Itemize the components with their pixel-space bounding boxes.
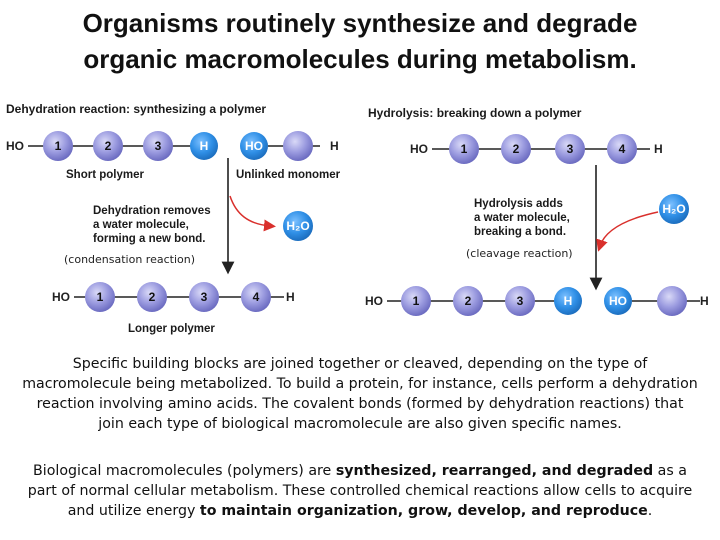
monomer-3: 3: [143, 131, 173, 161]
unlinked-monomer-bead: [283, 131, 313, 161]
svg-text:H: H: [564, 294, 573, 308]
right-result-monomer-2: 2: [453, 286, 483, 316]
svg-text:2: 2: [149, 290, 156, 304]
svg-text:3: 3: [567, 142, 574, 156]
right-monomer-1: 1: [449, 134, 479, 164]
reaction-diagram: Dehydration reaction: synthesizing a pol…: [6, 102, 709, 335]
paragraph-specific-building-blocks: Specific building blocks are joined toge…: [22, 356, 698, 432]
condensation-label: (condensation reaction): [64, 253, 195, 266]
right-monomer-2: 2: [501, 134, 531, 164]
ho-label-right-result: HO: [365, 294, 383, 308]
svg-text:4: 4: [253, 290, 260, 304]
ho-label: HO: [6, 139, 24, 153]
svg-text:HO: HO: [609, 294, 627, 308]
para2-text-2: as a part of normal cellular metabolism.…: [27, 463, 693, 519]
longer-polymer-label: Longer polymer: [128, 323, 215, 335]
para2-text-3: .: [647, 503, 653, 519]
right-monomer-4: 4: [607, 134, 637, 164]
hydrolysis-note-line-1: Hydrolysis adds: [474, 198, 563, 210]
water-molecule-left: H₂O: [283, 211, 313, 241]
dehydration-note-line-2: a water molecule,: [93, 219, 189, 231]
water-add-arrow: [596, 211, 659, 252]
right-monomer-3: 3: [555, 134, 585, 164]
right-result-monomer-3: 3: [505, 286, 535, 316]
svg-text:4: 4: [619, 142, 626, 156]
svg-text:1: 1: [461, 142, 468, 156]
ho-label-right: HO: [410, 142, 428, 156]
short-polymer-label: Short polymer: [66, 169, 144, 181]
h-label: H: [330, 139, 339, 153]
monomer-2: 2: [93, 131, 123, 161]
result-monomer-4: 4: [241, 282, 271, 312]
ho-terminal-highlight: HO: [240, 132, 268, 160]
para2-bold-2: to maintain organization, grow, develop,…: [199, 503, 648, 519]
freed-monomer-bead: [657, 286, 687, 316]
svg-text:H₂O: H₂O: [286, 219, 309, 233]
result-monomer-3: 3: [189, 282, 219, 312]
slide-title-line-2: organic macromolecules during metabolism…: [83, 44, 637, 74]
right-h-terminal-highlight: H: [554, 287, 582, 315]
cleavage-label: (cleavage reaction): [466, 247, 573, 260]
paragraph-biological-macromolecules: Biological macromolecules (polymers) are…: [22, 461, 698, 521]
water-molecule-right: H₂O: [659, 194, 689, 224]
svg-text:1: 1: [97, 290, 104, 304]
hydrolysis-note-line-3: breaking a bond.: [474, 226, 566, 238]
result-monomer-1: 1: [85, 282, 115, 312]
svg-text:1: 1: [413, 294, 420, 308]
result-monomer-2: 2: [137, 282, 167, 312]
svg-text:1: 1: [55, 139, 62, 153]
svg-text:3: 3: [155, 139, 162, 153]
ho-label-result: HO: [52, 290, 70, 304]
right-result-monomer-1: 1: [401, 286, 431, 316]
para2-text-1: Biological macromolecules (polymers) are: [33, 463, 336, 479]
dehydration-title: Dehydration reaction: synthesizing a pol…: [6, 102, 266, 116]
h-label-result: H: [286, 290, 295, 304]
svg-text:H: H: [200, 139, 209, 153]
hydrolysis-note-line-2: a water molecule,: [474, 212, 570, 224]
svg-text:3: 3: [201, 290, 208, 304]
dehydration-note-line-1: Dehydration removes: [93, 205, 211, 217]
slide-title-line-1: Organisms routinely synthesize and degra…: [82, 8, 638, 38]
hydrolysis-title: Hydrolysis: breaking down a polymer: [368, 106, 582, 120]
para2-bold-1: synthesized, rearranged, and degraded: [335, 463, 654, 479]
right-ho-terminal-highlight: HO: [604, 287, 632, 315]
svg-text:H₂O: H₂O: [662, 202, 685, 216]
monomer-1: 1: [43, 131, 73, 161]
h-label-freed: H: [700, 294, 709, 308]
svg-text:2: 2: [513, 142, 520, 156]
svg-text:2: 2: [465, 294, 472, 308]
svg-text:2: 2: [105, 139, 112, 153]
svg-text:3: 3: [517, 294, 524, 308]
water-release-arrow: [229, 195, 276, 232]
h-terminal-highlight: H: [190, 132, 218, 160]
unlinked-monomer-label: Unlinked monomer: [236, 169, 341, 181]
svg-text:HO: HO: [245, 139, 263, 153]
h-label-right: H: [654, 142, 663, 156]
dehydration-note-line-3: forming a new bond.: [93, 233, 205, 245]
